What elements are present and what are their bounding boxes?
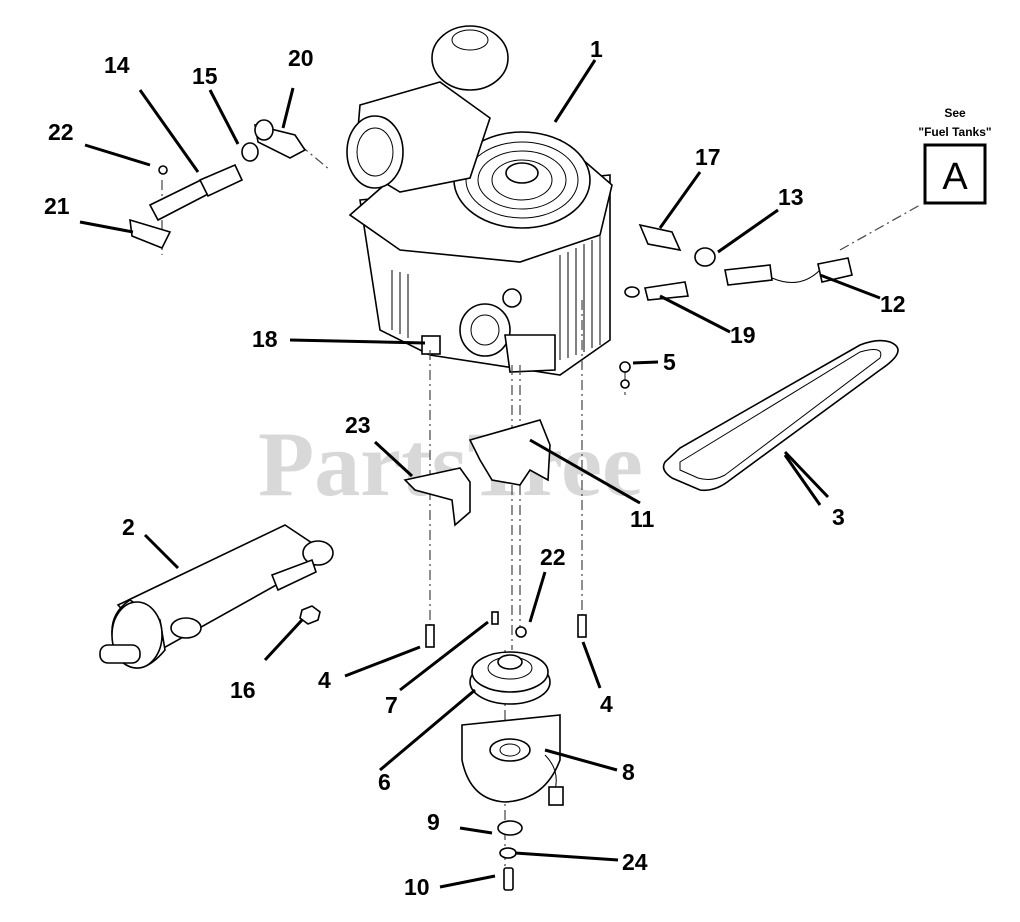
bolt-4-left [425, 624, 435, 648]
callout-18: 18 [252, 326, 278, 352]
callout-13: 13 [778, 184, 804, 210]
washer-24 [499, 847, 517, 859]
fitting-19 [644, 281, 689, 301]
callout-7: 7 [385, 692, 398, 718]
callout-1: 1 [590, 36, 603, 62]
callout-19: 19 [730, 322, 756, 348]
callout-4-left: 4 [318, 667, 331, 693]
callout-20: 20 [288, 45, 314, 71]
callout-labels: 1 2 3 4 4 5 6 7 8 9 10 11 12 13 14 15 16… [44, 36, 906, 900]
screw-5 [619, 361, 631, 373]
callout-10: 10 [404, 874, 430, 900]
clamp-13 [694, 247, 716, 267]
callout-3: 3 [832, 504, 845, 530]
hose-12 [724, 264, 773, 286]
callout-14: 14 [104, 52, 130, 78]
callout-16: 16 [230, 677, 256, 703]
callout-6: 6 [378, 769, 391, 795]
callout-15: 15 [192, 63, 218, 89]
bracket-11 [468, 419, 551, 486]
callout-22-lower: 22 [540, 544, 566, 570]
clip-21 [129, 218, 172, 250]
callout-12: 12 [880, 291, 906, 317]
washer-5 [620, 379, 630, 389]
callout-22-upper: 22 [48, 119, 74, 145]
pulley [469, 651, 551, 705]
reference-box [923, 143, 987, 205]
callout-24: 24 [622, 849, 648, 875]
key-7 [491, 611, 499, 625]
fuel-filter-17 [638, 223, 682, 252]
bolt-10 [503, 867, 514, 891]
callout-21: 21 [44, 193, 70, 219]
callout-17: 17 [695, 144, 721, 170]
callout-8: 8 [622, 759, 635, 785]
clamp-15 [241, 142, 259, 162]
reference-letter: A [942, 156, 968, 198]
hose-15 [198, 163, 244, 198]
callout-9: 9 [427, 809, 440, 835]
callout-23: 23 [345, 412, 371, 438]
electric-clutch [461, 714, 564, 806]
callout-5: 5 [663, 349, 676, 375]
see-label: See [944, 106, 966, 120]
screw-22-lower [515, 626, 527, 638]
bracket-23 [403, 467, 471, 527]
reference-target-label: "Fuel Tanks" [918, 125, 991, 139]
fuel-tanks-reference[interactable]: See "Fuel Tanks" A [918, 106, 992, 205]
leader-lines [79, 59, 881, 889]
engine-assembly [346, 25, 613, 376]
bolt-4-right [577, 614, 587, 638]
drive-belt [662, 339, 899, 492]
screw-22-upper [158, 165, 168, 175]
nut [299, 605, 321, 625]
callout-4-right: 4 [600, 691, 613, 717]
muffler [99, 524, 334, 669]
callout-11: 11 [630, 506, 655, 532]
washer-9 [497, 820, 523, 836]
callout-2: 2 [122, 514, 135, 540]
